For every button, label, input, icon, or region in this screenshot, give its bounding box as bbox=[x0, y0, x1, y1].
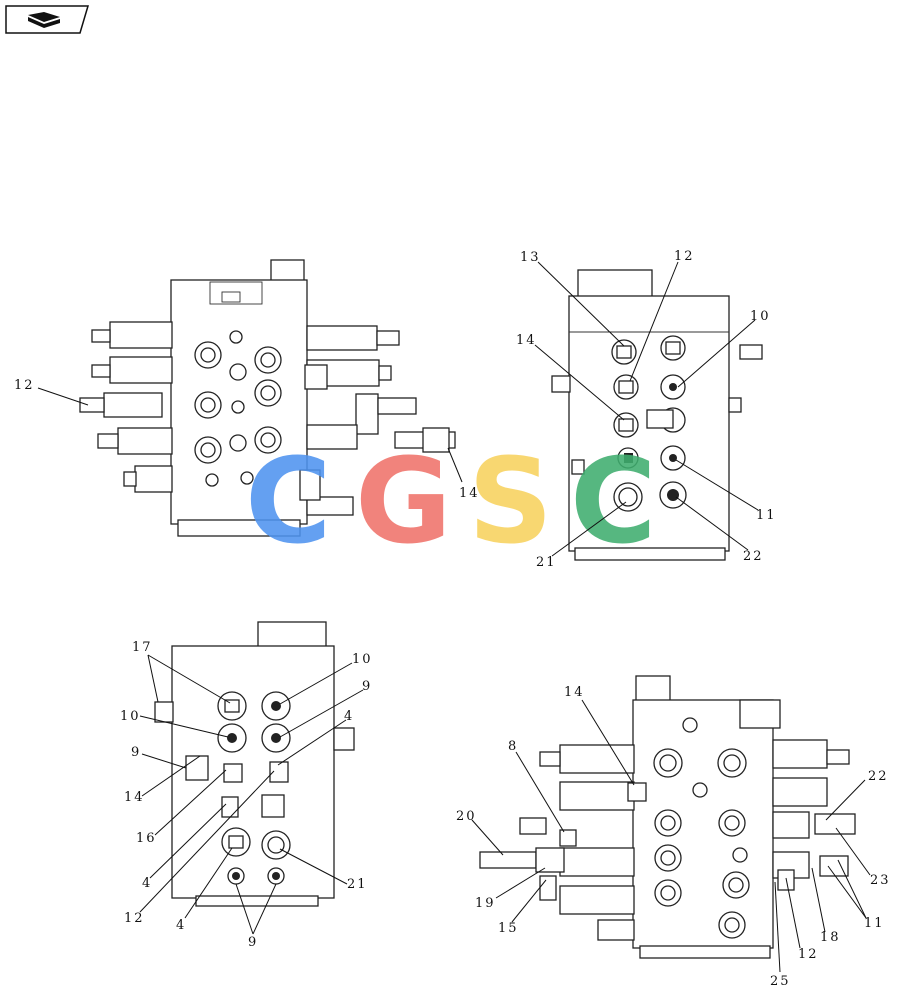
valve-view-bottom-left bbox=[154, 621, 355, 907]
callout-label: 9 bbox=[248, 935, 258, 950]
valve-view-top-right bbox=[551, 269, 763, 561]
callout-label: 21 bbox=[347, 877, 368, 892]
callout-label: 14 bbox=[459, 486, 480, 501]
callout-label: 22 bbox=[743, 549, 764, 564]
callout-labels: 12 14 13 12 10 14 11 22 21 17 10 9 10 4 … bbox=[14, 249, 891, 989]
callout-label: 9 bbox=[131, 745, 141, 760]
callout-label: 18 bbox=[820, 930, 841, 945]
callout-label: 10 bbox=[750, 309, 771, 324]
callout-label: 22 bbox=[868, 769, 889, 784]
callout-label: 10 bbox=[120, 709, 141, 724]
cgsc-watermark: C G S C bbox=[245, 432, 657, 570]
watermark-letter: S bbox=[468, 432, 553, 570]
book-arrow-icon[interactable] bbox=[5, 5, 90, 34]
callout-label: 8 bbox=[508, 739, 518, 754]
callout-label: 14 bbox=[124, 790, 145, 805]
callout-label: 12 bbox=[798, 947, 819, 962]
callout-label: 4 bbox=[344, 709, 354, 724]
callout-label: 11 bbox=[756, 508, 777, 523]
callout-label: 21 bbox=[536, 555, 557, 570]
callout-label: 9 bbox=[362, 679, 372, 694]
callout-label: 19 bbox=[475, 896, 496, 911]
watermark-letter: C bbox=[570, 432, 657, 570]
callout-label: 12 bbox=[674, 249, 695, 264]
valve-view-bottom-right bbox=[479, 675, 856, 959]
callout-label: 17 bbox=[132, 640, 153, 655]
watermark-letter: G bbox=[355, 432, 452, 570]
valve-view-top-left bbox=[79, 259, 456, 537]
callout-label: 15 bbox=[498, 921, 519, 936]
callout-label: 23 bbox=[870, 873, 891, 888]
callout-label: 10 bbox=[352, 652, 373, 667]
watermark-letter: C bbox=[245, 432, 332, 570]
callout-label: 14 bbox=[516, 333, 537, 348]
callout-label: 4 bbox=[142, 876, 152, 891]
callout-label: 13 bbox=[520, 250, 541, 265]
callout-label: 12 bbox=[14, 378, 35, 393]
callout-label: 16 bbox=[136, 831, 157, 846]
callout-label: 25 bbox=[770, 974, 791, 989]
callout-label: 12 bbox=[124, 911, 145, 926]
callout-label: 4 bbox=[176, 918, 186, 933]
callout-label: 11 bbox=[864, 916, 885, 931]
callout-label: 20 bbox=[456, 809, 477, 824]
callout-label: 14 bbox=[564, 685, 585, 700]
callout-leaders bbox=[37, 261, 871, 973]
